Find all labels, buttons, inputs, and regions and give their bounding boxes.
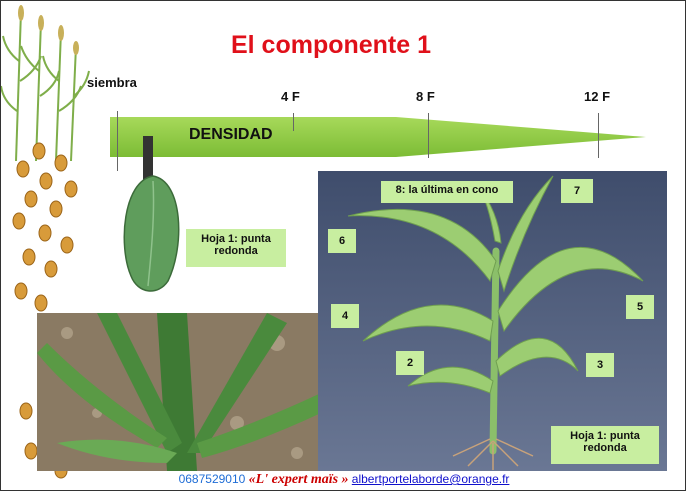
footer: 0687529010 «L' expert maïs » albertporte… <box>1 472 686 488</box>
timeline-tick-12f <box>598 113 599 158</box>
leaf3-label: 3 <box>586 353 614 377</box>
siembra-label: siembra <box>87 75 137 90</box>
tick-label-4f: 4 F <box>281 89 300 104</box>
leaf4-label: 4 <box>331 304 359 328</box>
corn-kernels-illustration <box>12 142 78 479</box>
whole-plant-photo <box>318 171 667 471</box>
slide-title: El componente 1 <box>230 31 432 59</box>
leaf1-label-top: Hoja 1: punta redonda <box>186 229 286 267</box>
density-bar <box>110 117 646 157</box>
tick-label-12f: 12 F <box>584 89 611 104</box>
first-leaf-illustration <box>123 136 180 292</box>
tick-label-8f: 8 F <box>416 89 435 104</box>
timeline-tick-8f <box>428 113 429 158</box>
leaf8-label: 8: la última en cono <box>381 181 513 203</box>
corn-plants-illustration <box>1 5 90 161</box>
footer-brand-open: « <box>248 472 256 487</box>
density-label: DENSIDAD <box>189 126 273 143</box>
timeline-tick-4f <box>293 113 294 131</box>
timeline-tick-siembra <box>117 111 118 171</box>
plant-base-photo <box>37 313 321 471</box>
footer-email-link[interactable]: albertportelaborde@orange.fr <box>351 472 510 486</box>
leaf2-label: 2 <box>396 351 424 375</box>
leaf6-label: 6 <box>328 229 356 253</box>
footer-brand: L' expert maïs <box>255 472 339 487</box>
leaf7-label: 7 <box>561 179 593 203</box>
leaf1-label-bottom: Hoja 1: punta redonda <box>551 426 659 464</box>
footer-phone: 0687529010 <box>178 472 246 486</box>
leaf5-label: 5 <box>626 295 654 319</box>
footer-brand-close: » <box>341 472 349 487</box>
